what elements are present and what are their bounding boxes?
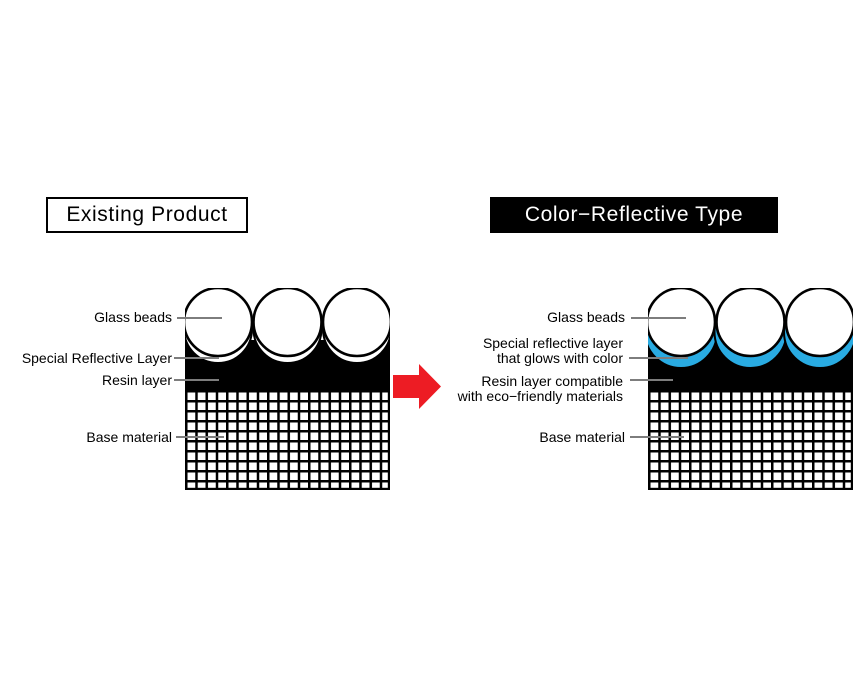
color-reflective-diagram xyxy=(648,288,853,490)
label-line: that glows with color xyxy=(496,349,623,366)
glass-bead xyxy=(185,288,254,358)
leader-line xyxy=(176,436,224,438)
leader-line xyxy=(631,317,686,319)
glass-bead xyxy=(784,288,853,358)
arrow-right-icon xyxy=(393,364,441,409)
label-resin-layer-right: Resin layer compatible with eco−friendly… xyxy=(458,374,623,403)
leader-line xyxy=(629,357,688,359)
color-reflective-title: Color−Reflective Type xyxy=(490,197,778,233)
existing-product-diagram xyxy=(185,288,390,490)
glass-bead xyxy=(648,288,717,358)
label-line: Special reflective layer xyxy=(482,335,623,351)
leader-line xyxy=(630,436,684,438)
existing-product-title: Existing Product xyxy=(46,197,248,233)
glass-bead xyxy=(321,288,390,358)
glass-bead xyxy=(252,288,323,358)
label-base-material-right: Base material xyxy=(539,429,625,445)
label-glass-beads-left: Glass beads xyxy=(94,309,172,325)
label-line: with eco−friendly materials xyxy=(457,387,623,404)
glass-beads xyxy=(185,288,390,358)
label-resin-layer-left: Resin layer xyxy=(101,372,172,388)
base-material-grid xyxy=(648,388,853,490)
label-glass-beads-right: Glass beads xyxy=(547,309,625,325)
leader-line xyxy=(177,317,222,319)
label-base-material-left: Base material xyxy=(86,429,172,445)
glass-bead xyxy=(715,288,786,358)
label-line: Resin layer compatible xyxy=(481,373,623,389)
leader-line xyxy=(174,357,219,359)
glass-beads xyxy=(648,288,853,358)
base-material-grid xyxy=(185,388,390,490)
leader-line xyxy=(174,379,219,381)
label-reflective-layer-right: Special reflective layer that glows with… xyxy=(483,336,623,365)
label-reflective-layer-left: Special Reflective Layer xyxy=(21,350,172,366)
leader-line xyxy=(630,379,673,381)
